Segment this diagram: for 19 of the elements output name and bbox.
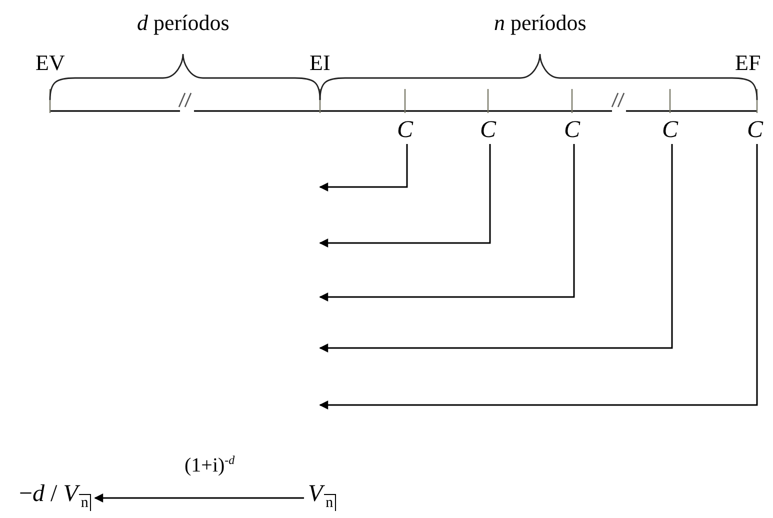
arrow <box>319 144 575 302</box>
formula-text: V$_{n}$ <box>308 482 336 511</box>
arrow <box>319 144 673 352</box>
edge-label: (1+i)$^{-d}$ <box>182 454 237 476</box>
cash-flow-label: C <box>662 118 678 142</box>
point-label: EF <box>735 52 761 74</box>
cash-flow-label: C <box>480 118 496 142</box>
cash-flow-label: C <box>397 118 414 142</box>
period-label: n períodos <box>494 12 586 34</box>
arrow <box>319 144 491 248</box>
cash-flow-label: C <box>564 118 580 142</box>
period-label: d períodos <box>137 12 230 34</box>
arrow <box>319 144 408 192</box>
cash-flow-label: C <box>747 118 764 142</box>
point-label: EV <box>36 52 65 74</box>
arrow <box>319 144 758 410</box>
formula-text: −d / V$_{n}$ <box>19 482 92 511</box>
point-label: EI <box>310 52 330 74</box>
arrow <box>94 493 304 502</box>
